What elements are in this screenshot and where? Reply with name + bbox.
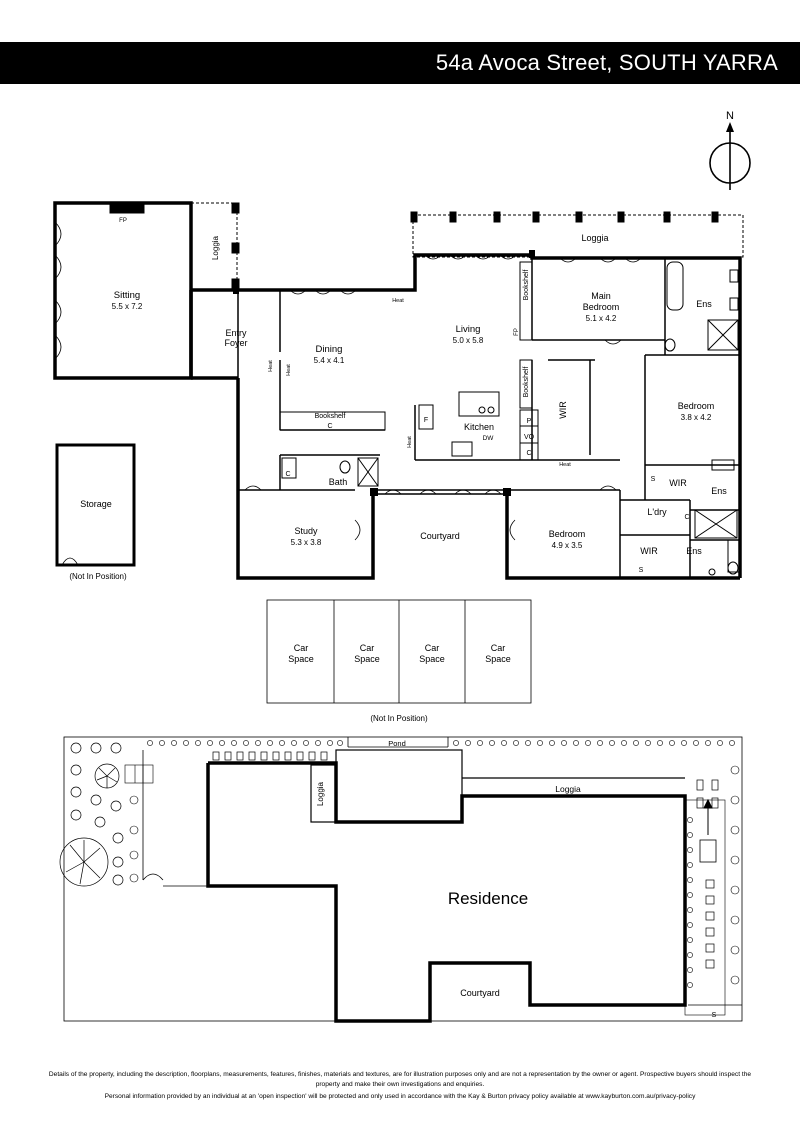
dining-bookshelf-label: Bookshelf	[315, 413, 346, 420]
dining-room-dims: 5.4 x 4.1	[314, 356, 345, 365]
disclaimer-text: Details of the property, including the d…	[30, 1070, 770, 1102]
pantry-label: P	[527, 418, 532, 425]
garden-trees	[59, 742, 124, 887]
living-bookshelf-upper-label: Bookshelf	[523, 270, 530, 301]
right-wir-label: WIR	[669, 478, 687, 488]
bedroom-lower-dims: 4.9 x 3.5	[552, 541, 583, 550]
loggia-top-label: Loggia	[581, 233, 608, 243]
site-courtyard-label: Courtyard	[460, 988, 500, 998]
kitchen-cupboard-label: C	[526, 450, 531, 457]
car-space-4-line1: Car	[491, 643, 506, 653]
sitting-room-dims: 5.5 x 7.2	[112, 302, 143, 311]
living-fireplace-label: FP	[514, 328, 520, 336]
car-spaces-note: (Not In Position)	[370, 714, 428, 723]
living-room-dims: 5.0 x 5.8	[453, 336, 484, 345]
storage-note: (Not In Position)	[69, 572, 127, 581]
disclaimer-line-2: property and make their own investigatio…	[315, 1081, 485, 1088]
bedroom-right-label: Bedroom	[678, 401, 715, 411]
property-address-title: 54a Avoca Street, SOUTH YARRA	[435, 50, 778, 75]
car-space-2-line1: Car	[360, 643, 375, 653]
garden-hedge	[129, 740, 740, 988]
window-marks	[244, 254, 642, 541]
storage-label: Storage	[80, 499, 112, 509]
dining-cupboard-label: C	[327, 423, 332, 430]
car-space-2-line2: Space	[354, 654, 380, 664]
compass-north-label: N	[726, 110, 734, 122]
heat-label-entry: Heat	[268, 360, 274, 372]
bedroom-lower-label: Bedroom	[549, 529, 586, 539]
site-shed-label: S	[712, 1012, 717, 1019]
right-store-label: S	[651, 476, 656, 483]
main-bedroom-label-line1: Main	[591, 291, 611, 301]
sitting-fireplace-label: FP	[119, 218, 127, 224]
main-wir-label: WIR	[558, 401, 568, 419]
bath-fixtures	[281, 457, 379, 487]
courtyard-label: Courtyard	[420, 531, 460, 541]
site-loggia-right-label: Loggia	[555, 784, 581, 794]
bath-label: Bath	[329, 477, 348, 487]
study-dims: 5.3 x 3.8	[291, 538, 322, 547]
heat-label-living: Heat	[392, 298, 404, 304]
dining-room-label: Dining	[316, 344, 343, 355]
car-space-1-line2: Space	[288, 654, 314, 664]
bath-cupboard-label: C	[285, 471, 290, 478]
entry-label-line2: Foyer	[224, 338, 247, 348]
compass-icon: N	[709, 110, 751, 190]
living-bookshelf-lower-label: Bookshelf	[523, 367, 530, 398]
heat-label-dining: Heat	[286, 364, 292, 376]
right-ensuite-fixtures	[694, 459, 741, 576]
vo-label: VO	[524, 434, 535, 441]
header-bar: 54a Avoca Street, SOUTH YARRA	[0, 42, 800, 84]
entry-label-line1: Entry	[225, 328, 247, 338]
sitting-room-label: Sitting	[114, 290, 140, 301]
car-space-4-line2: Space	[485, 654, 511, 664]
car-spaces	[266, 599, 532, 704]
lower-wir-label: WIR	[640, 546, 658, 556]
main-bedroom-dims: 5.1 x 4.2	[586, 314, 617, 323]
right-ensuite-label: Ens	[711, 486, 727, 496]
right-cupboard-label: C	[684, 514, 689, 521]
car-space-3-line1: Car	[425, 643, 440, 653]
laundry-label: L'dry	[647, 507, 667, 517]
residence-outline	[206, 761, 687, 1023]
fridge-label: F	[424, 417, 428, 424]
loggia-boxes	[310, 749, 685, 823]
planter-boxes	[212, 751, 719, 969]
bedroom-right-dims: 3.8 x 4.2	[681, 413, 712, 422]
kitchen-fixtures	[279, 261, 539, 461]
main-bedroom-label-line2: Bedroom	[583, 302, 620, 312]
study-label: Study	[294, 526, 318, 536]
main-ensuite-label: Ens	[696, 299, 712, 309]
car-space-1-line1: Car	[294, 643, 309, 653]
residence-label: Residence	[448, 889, 528, 908]
dishwasher-label: DW	[483, 435, 495, 442]
site-boundary	[63, 736, 743, 1022]
disclaimer-line-1: Details of the property, including the d…	[48, 1071, 752, 1078]
loggia-small-label: Loggia	[211, 235, 220, 260]
storage-building	[55, 443, 136, 567]
main-ensuite-fixtures	[664, 261, 739, 352]
living-room-label: Living	[456, 324, 481, 335]
lower-ensuite-label: Ens	[686, 546, 702, 556]
pond-label: Pond	[388, 739, 406, 748]
kitchen-label: Kitchen	[464, 422, 494, 432]
heat-label-hall: Heat	[559, 462, 571, 468]
lower-store-label: S	[639, 567, 644, 574]
loggia-top	[410, 211, 744, 258]
car-space-3-line2: Space	[419, 654, 445, 664]
disclaimer-line-3: Personal information provided by an indi…	[104, 1093, 696, 1100]
wall-posts	[233, 250, 535, 496]
heat-label-kitchen: Heat	[407, 436, 413, 448]
site-loggia-left-label: Loggia	[316, 781, 325, 806]
